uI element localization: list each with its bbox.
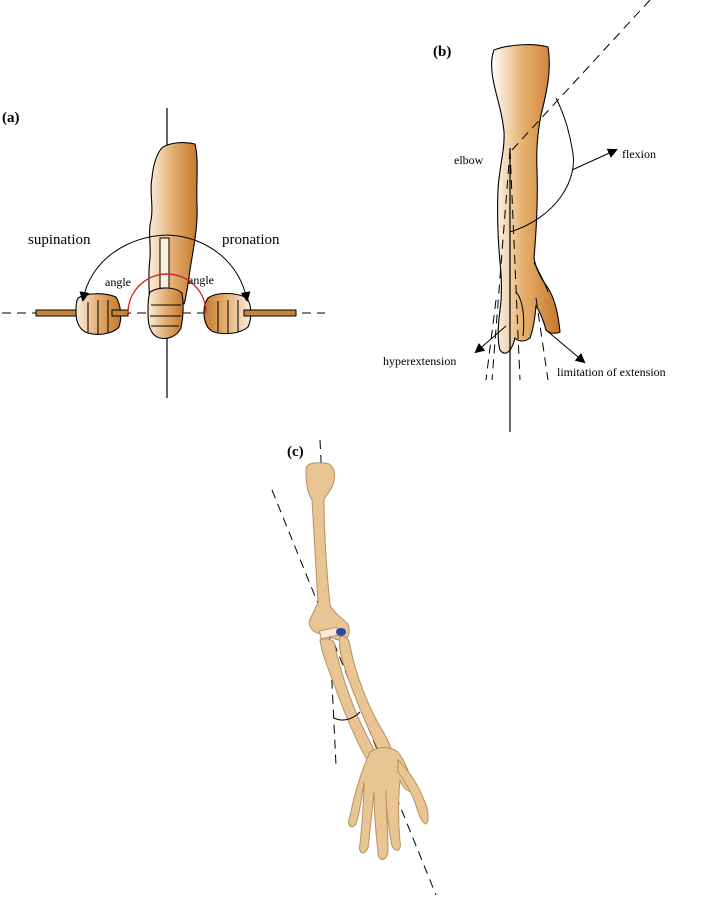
panel-a: (a) supination pronation angle angle [2, 108, 325, 398]
flexion-arrow [571, 148, 618, 171]
limitation-label: limitation of extension [557, 365, 666, 379]
humerus-bone [305, 462, 350, 641]
pronation-label: pronation [222, 232, 280, 248]
hand-bones [348, 747, 415, 860]
hyperextension-arrow [474, 325, 507, 354]
panel-c: (c) [271, 439, 437, 896]
carrying-angle-arc [333, 711, 361, 721]
angle-label-right: angle [188, 273, 214, 287]
flexion-label: flexion [622, 147, 656, 161]
limitation-arrow [545, 329, 586, 364]
stick-right [243, 309, 297, 317]
flexion-line [511, 0, 651, 151]
supination-label: supination [28, 232, 91, 248]
panel-a-label: (a) [2, 110, 20, 126]
upper-arm-axis [319, 439, 337, 766]
elbow-joint-marker [336, 628, 346, 636]
fist-center [147, 287, 184, 340]
elbow-label: elbow [454, 153, 484, 167]
hyperextension-label: hyperextension [383, 354, 456, 368]
flexion-arc [509, 97, 574, 233]
hyperextension-line [491, 149, 511, 381]
pinky-finger [397, 758, 429, 825]
panel-c-label: (c) [287, 444, 304, 460]
arm-b [491, 44, 561, 354]
supination-arrow [79, 234, 168, 302]
angle-label-left: angle [105, 275, 131, 289]
panel-b-label: (b) [433, 44, 451, 60]
angle-arc [127, 273, 207, 314]
pronation-arrow [166, 234, 251, 302]
panel-b: (b) elbow flexion hyperextension limitat… [383, 0, 666, 432]
